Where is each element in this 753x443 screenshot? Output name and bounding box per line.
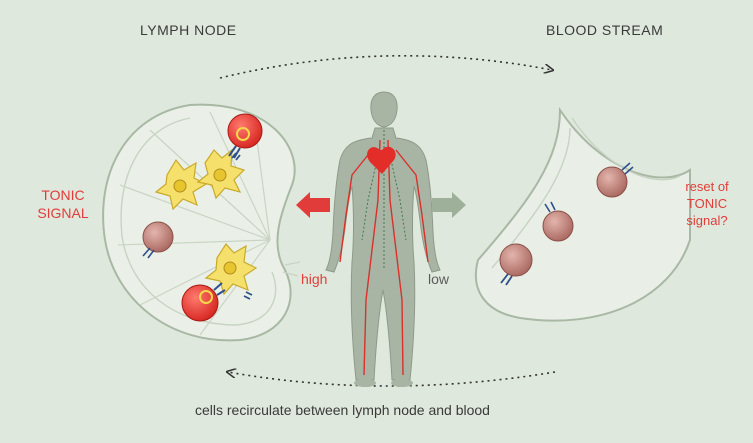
lymph-node-title: LYMPH NODE	[140, 22, 237, 38]
tonic-signal-line-1: TONIC	[28, 186, 98, 204]
reset-line-2: TONIC	[672, 195, 742, 212]
reset-line-3: signal?	[672, 212, 742, 229]
recirculation-caption: cells recirculate between lymph node and…	[195, 402, 490, 418]
tonic-signal-line-2: SIGNAL	[28, 204, 98, 222]
high-arrow	[296, 192, 330, 218]
low-label: low	[428, 271, 449, 287]
tonic-signal-label: TONIC SIGNAL	[28, 186, 98, 222]
reset-tonic-signal-label: reset of TONIC signal?	[672, 178, 742, 229]
blood-vessel	[476, 110, 690, 321]
high-label: high	[301, 271, 327, 287]
low-arrow	[432, 192, 466, 218]
reset-line-1: reset of	[672, 178, 742, 195]
blood-stream-title: BLOOD STREAM	[546, 22, 663, 38]
human-body	[326, 92, 440, 387]
top-recirculation-arrow	[220, 56, 552, 78]
